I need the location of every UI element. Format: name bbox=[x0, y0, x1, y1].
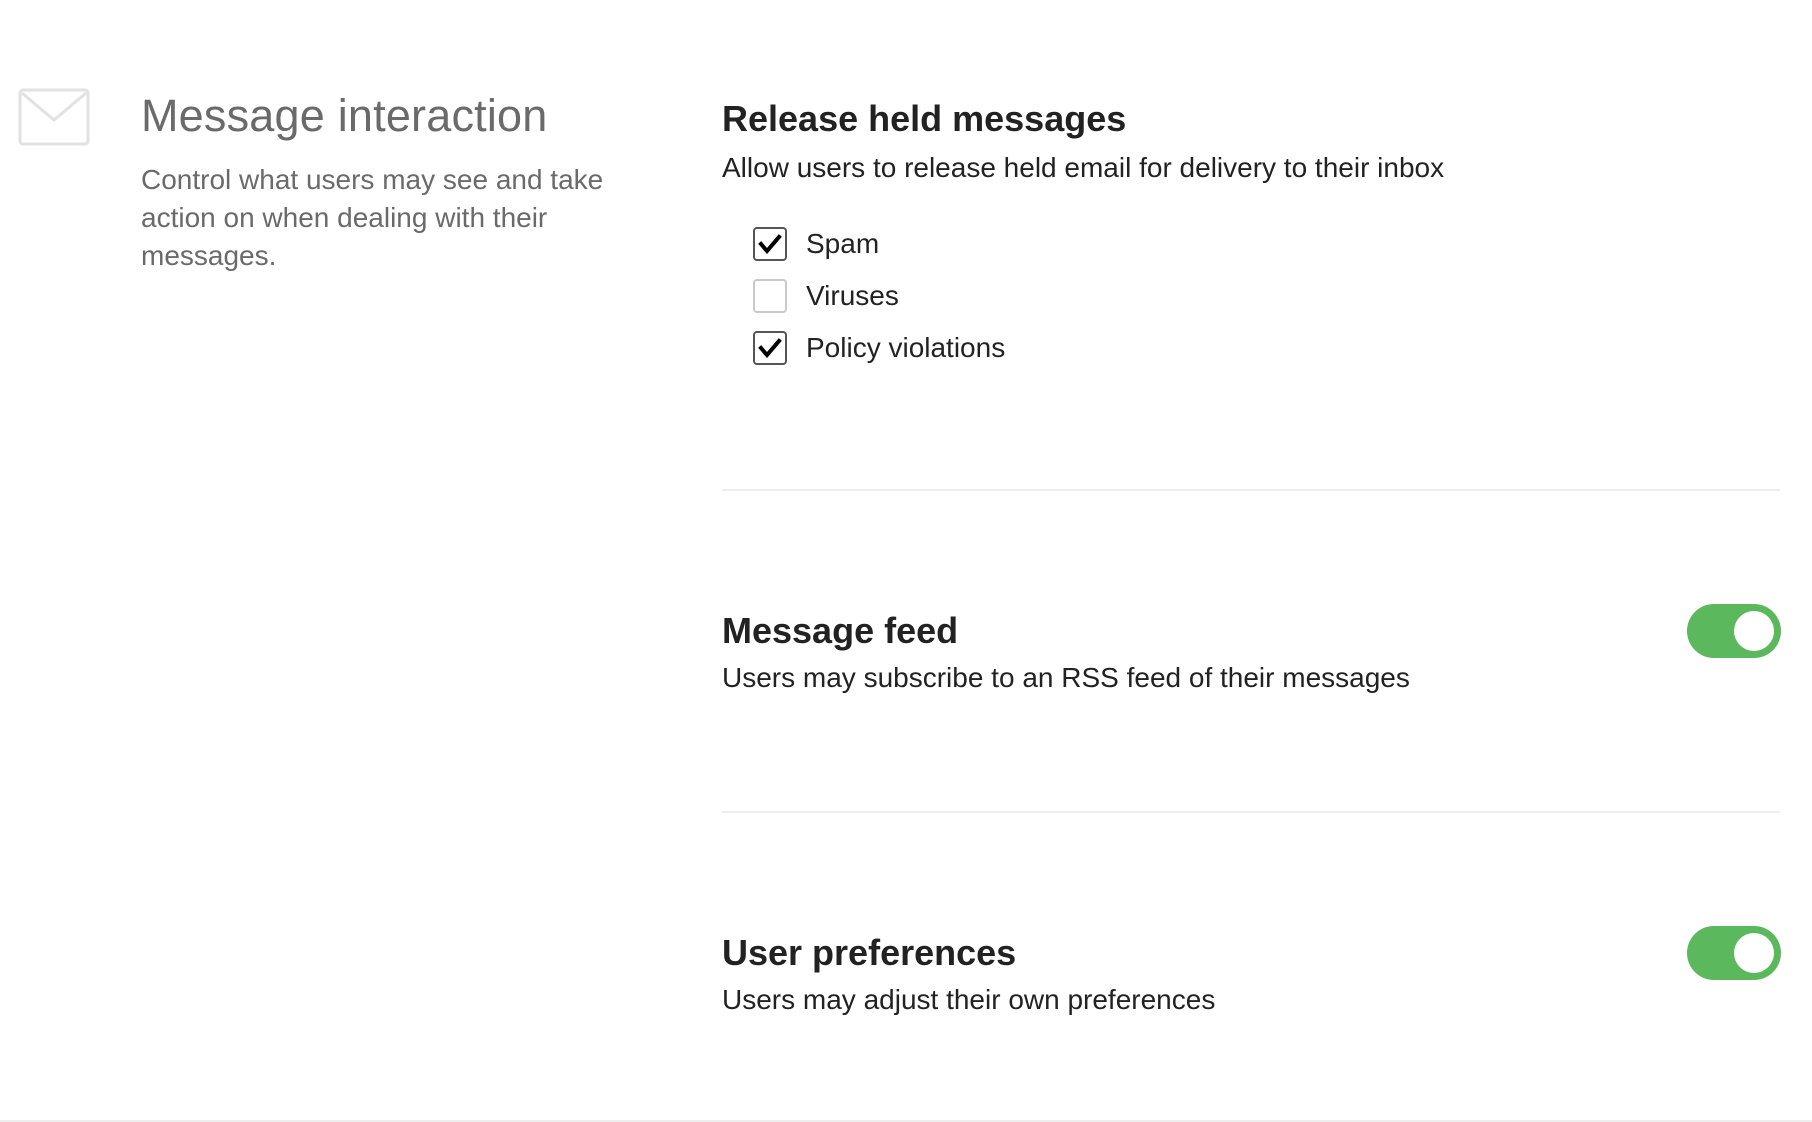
user-preferences-description: Users may adjust their own preferences bbox=[722, 984, 1216, 1015]
divider bbox=[722, 489, 1780, 491]
release-options-list: Spam Viruses Policy violations bbox=[753, 218, 1005, 374]
section-title: Message interaction bbox=[141, 90, 548, 141]
release-held-messages-description: Allow users to release held email for de… bbox=[722, 152, 1445, 183]
policy-violations-checkbox[interactable] bbox=[753, 331, 787, 365]
bottom-divider bbox=[0, 1120, 1812, 1122]
checkmark-icon bbox=[758, 234, 782, 255]
section-description: Control what users may see and take acti… bbox=[141, 164, 604, 271]
checkmark-icon bbox=[758, 338, 782, 359]
user-preferences-title: User preferences bbox=[722, 932, 1017, 973]
release-held-messages-title: Release held messages bbox=[722, 98, 1127, 139]
spam-label: Spam bbox=[806, 228, 880, 259]
user-preferences-toggle[interactable] bbox=[1687, 926, 1781, 980]
message-feed-toggle[interactable] bbox=[1687, 604, 1781, 658]
checkbox-item-policy-violations[interactable]: Policy violations bbox=[753, 322, 1005, 374]
envelope-icon bbox=[18, 88, 90, 146]
checkbox-item-spam[interactable]: Spam bbox=[753, 218, 1005, 270]
message-feed-title: Message feed bbox=[722, 610, 959, 651]
policy-violations-label: Policy violations bbox=[806, 332, 1006, 363]
toggle-knob bbox=[1734, 611, 1774, 651]
checkbox-item-viruses[interactable]: Viruses bbox=[753, 270, 1005, 322]
toggle-knob bbox=[1734, 933, 1774, 973]
message-feed-description: Users may subscribe to an RSS feed of th… bbox=[722, 662, 1410, 693]
divider bbox=[722, 811, 1780, 813]
viruses-checkbox[interactable] bbox=[753, 279, 787, 313]
spam-checkbox[interactable] bbox=[753, 227, 787, 261]
viruses-label: Viruses bbox=[806, 280, 899, 311]
